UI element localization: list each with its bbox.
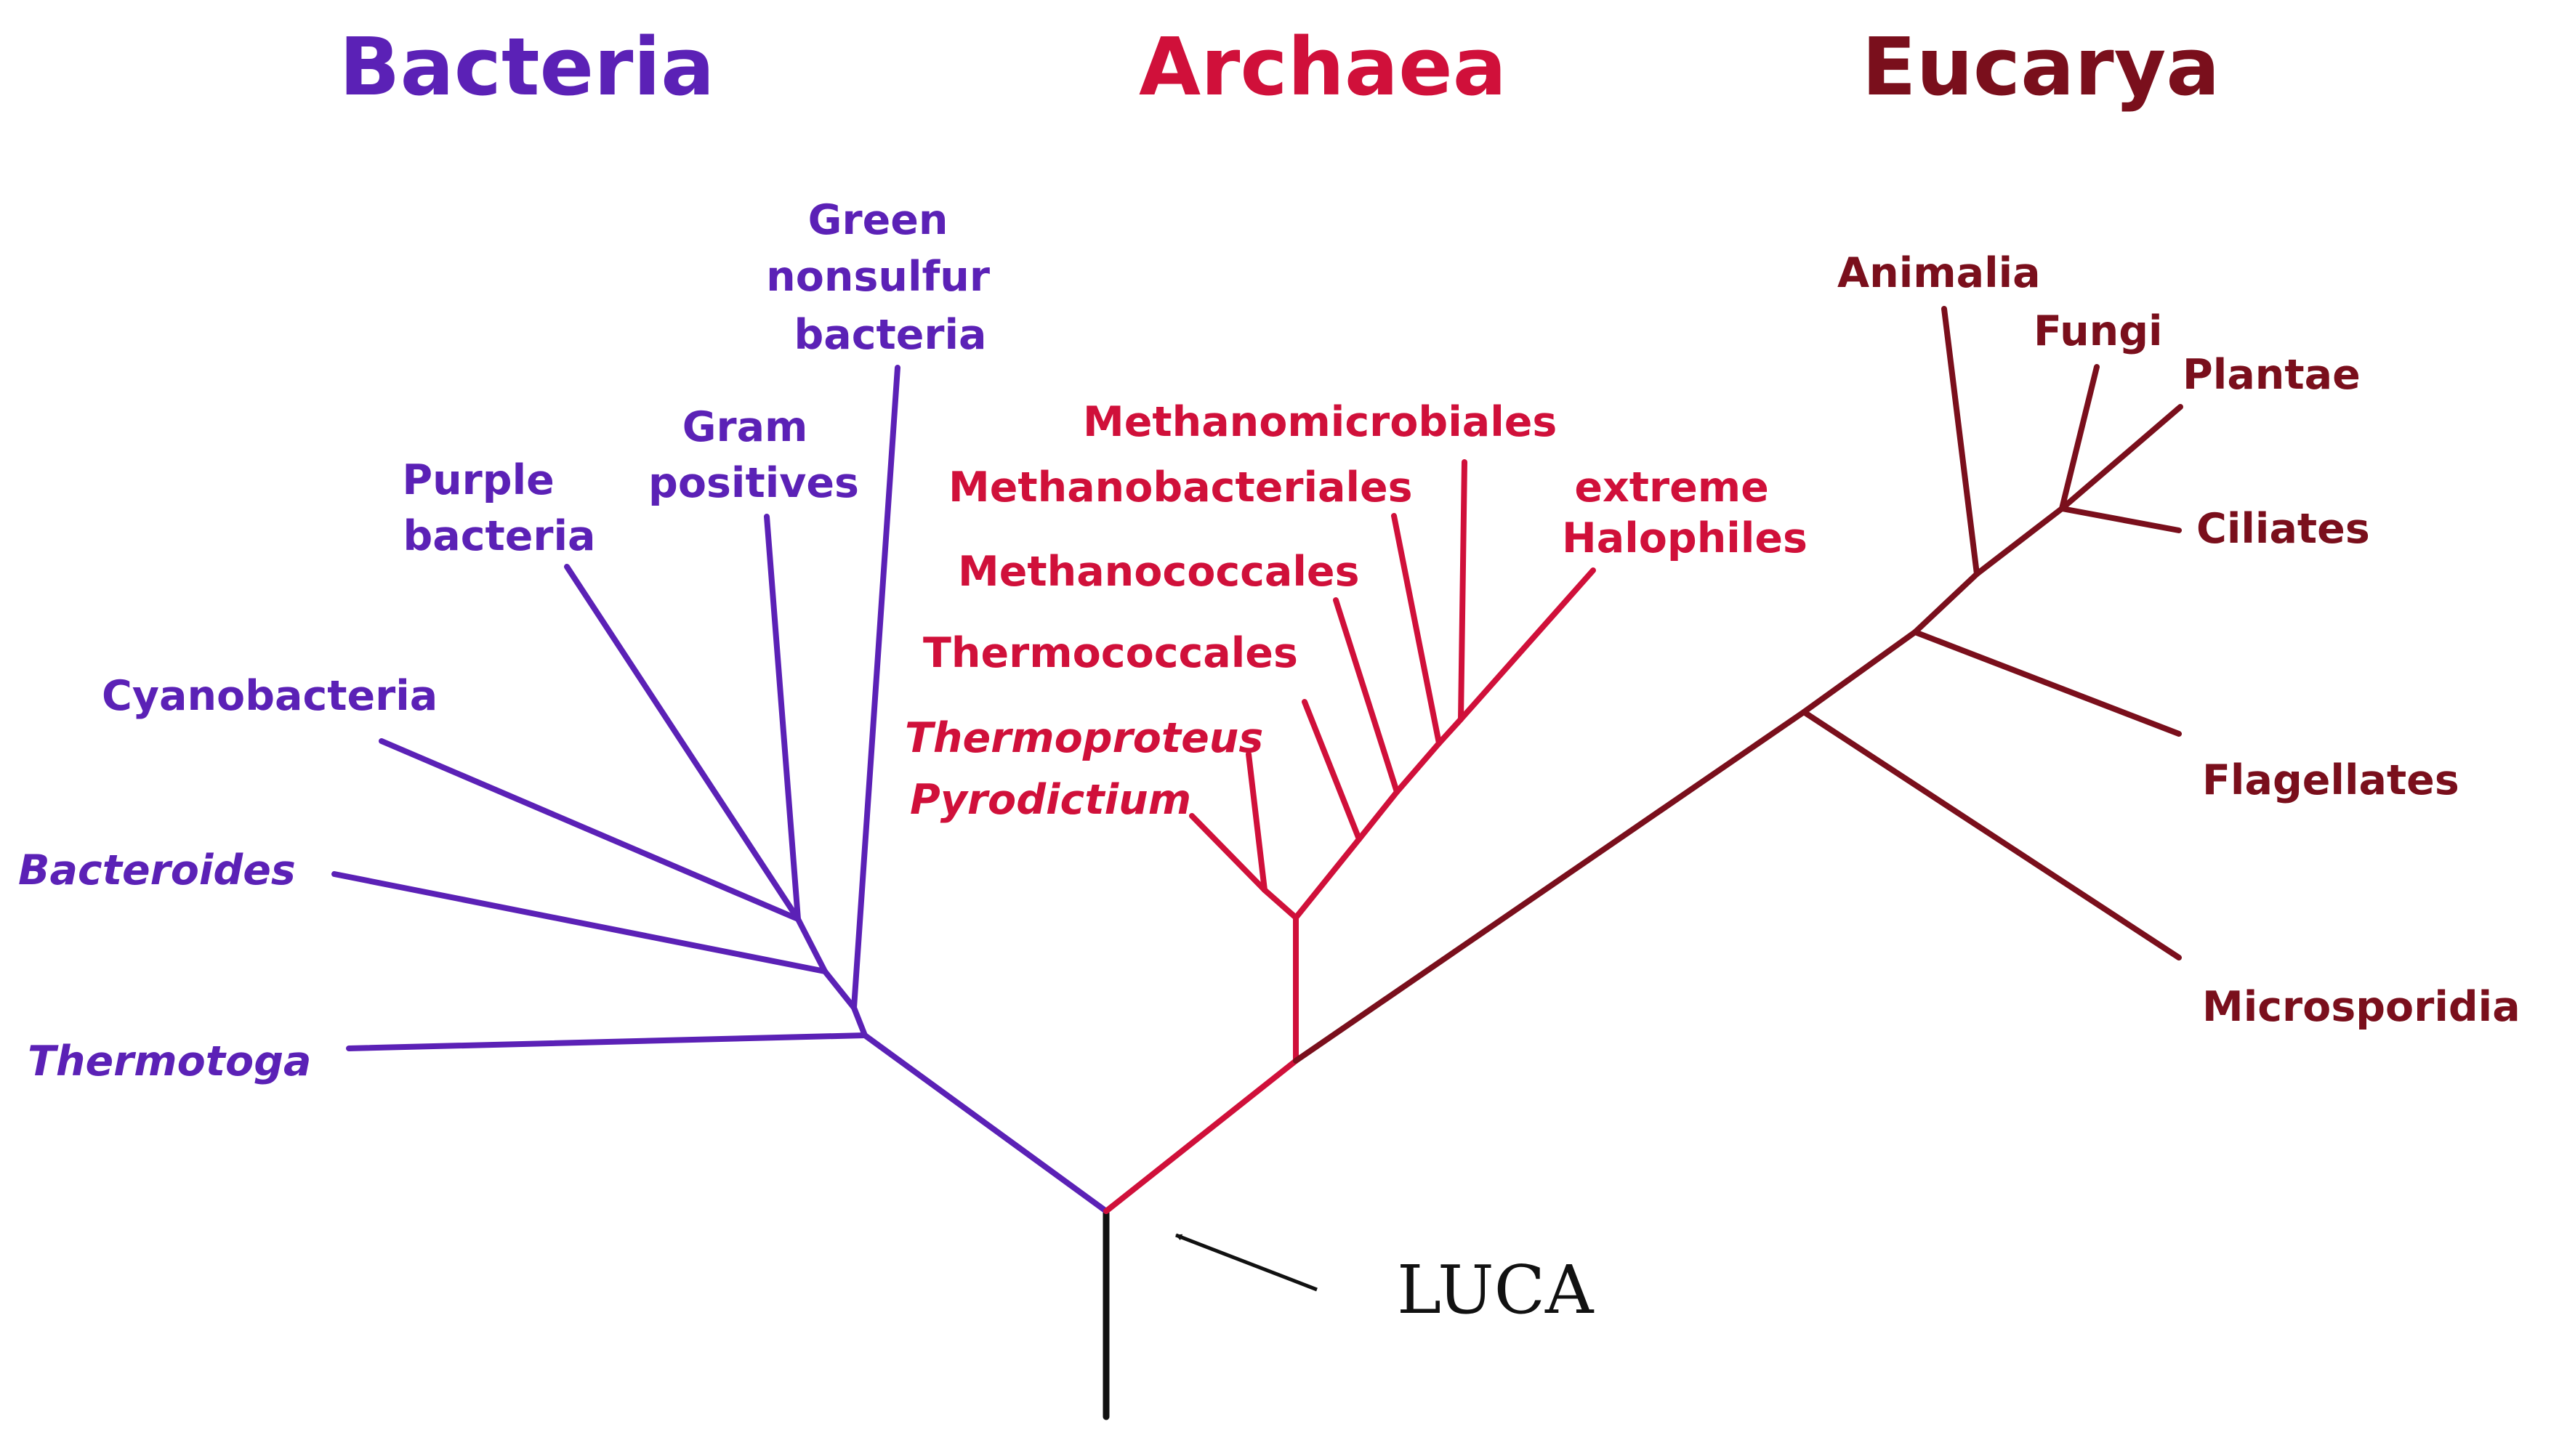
eucarya-branches bbox=[1293, 306, 2183, 1064]
domain-title-eucarya: Eucarya bbox=[1861, 20, 2220, 113]
leaf-label-plantae: Plantae bbox=[2183, 351, 2361, 399]
luca-arrow bbox=[1175, 1233, 1318, 1292]
luca-label: LUCA bbox=[1397, 1251, 1595, 1329]
leaf-label-flagellates: Flagellates bbox=[2202, 756, 2459, 804]
domain-title-archaea: Archaea bbox=[1139, 20, 1507, 113]
leaf-label-methanomicrobiales: Methanomicrobiales bbox=[1083, 398, 1557, 446]
leaf-label-purple-bacteria: Purple bacteria bbox=[402, 456, 595, 560]
leaf-label-green-nonsulfur: Green nonsulfur bacteria bbox=[766, 196, 1004, 359]
leaf-label-extreme-halophiles: extreme Halophiles bbox=[1562, 464, 1808, 562]
leaf-label-microsporidia: Microsporidia bbox=[2202, 983, 2520, 1031]
leaf-label-methanococcales: Methanococcales bbox=[958, 548, 1360, 596]
leaf-label-fungi: Fungi bbox=[2034, 307, 2163, 355]
leaf-label-animalia: Animalia bbox=[1837, 249, 2041, 297]
archaea-branches bbox=[1103, 459, 1596, 1214]
bacteria-branches bbox=[331, 365, 1109, 1214]
leaf-label-thermoproteus: Thermoproteus bbox=[905, 714, 1263, 762]
domain-title-bacteria: Bacteria bbox=[339, 20, 715, 113]
leaf-label-methanobacteriales: Methanobacteriales bbox=[948, 464, 1413, 511]
leaf-label-thermococcales: Thermococcales bbox=[923, 629, 1298, 677]
leaf-label-bacteroides: Bacteroides bbox=[18, 846, 296, 894]
leaf-label-cyanobacteria: Cyanobacteria bbox=[102, 672, 438, 720]
leaf-label-gram-positives: Gram positives bbox=[648, 403, 859, 507]
leaf-label-ciliates: Ciliates bbox=[2196, 505, 2370, 553]
leaf-label-pyrodictium: Pyrodictium bbox=[910, 776, 1191, 824]
leaf-label-thermotoga: Thermotoga bbox=[28, 1038, 311, 1085]
